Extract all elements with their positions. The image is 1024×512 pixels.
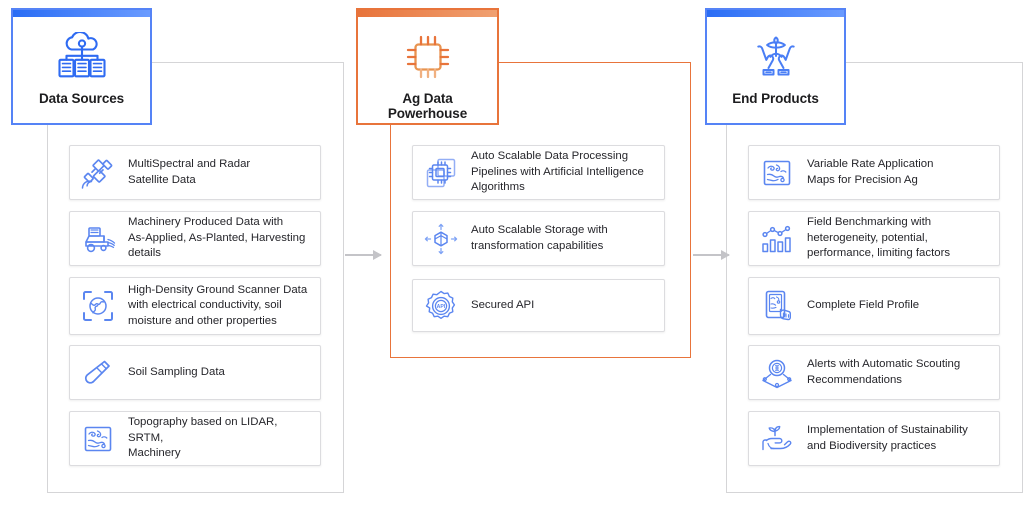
globe-scan-icon — [78, 286, 118, 326]
list-item-label: Machinery Produced Data with As-Applied,… — [128, 216, 306, 260]
topography-map-icon — [757, 153, 797, 193]
cloud-servers-icon — [53, 26, 111, 88]
list-item-topography-data[interactable]: Topography based on LIDAR, SRTM, Machine… — [69, 411, 321, 466]
processor-stack-icon — [421, 153, 461, 193]
field-profile-icon — [757, 286, 797, 326]
header-title: Data Sources — [38, 91, 125, 106]
topography-map-icon — [78, 419, 118, 459]
list-item-label: Auto Scalable Data Processing Pipelines … — [471, 150, 644, 194]
list-item-label: MultiSpectral and Radar Satellite Data — [128, 158, 251, 186]
hands-sprout-icon — [747, 26, 805, 88]
list-item-soil-sampling-data[interactable]: Soil Sampling Data — [69, 345, 321, 400]
list-item-machinery-data[interactable]: Machinery Produced Data with As-Applied,… — [69, 211, 321, 266]
list-item-alerts-scouting[interactable]: Alerts with Automatic Scouting Recommend… — [748, 345, 1000, 400]
list-item-sustainability-practices[interactable]: Implementation of Sustainability and Bio… — [748, 411, 1000, 466]
list-item-satellite-data[interactable]: MultiSpectral and Radar Satellite Data — [69, 145, 321, 200]
list-item-label: Implementation of Sustainability and Bio… — [807, 424, 968, 452]
header-card-ag-data-powerhouse[interactable]: Ag Data Powerhouse — [356, 8, 499, 125]
list-item-data-processing-pipelines[interactable]: Auto Scalable Data Processing Pipelines … — [412, 145, 665, 200]
list-item-label: Secured API — [471, 298, 535, 311]
list-item-variable-rate-maps[interactable]: Variable Rate Application Maps for Preci… — [748, 145, 1000, 200]
list-item-label: Complete Field Profile — [807, 299, 920, 312]
arrow-right-icon — [345, 250, 382, 260]
list-item-label: Topography based on LIDAR, SRTM, Machine… — [128, 416, 278, 460]
header-card-data-sources[interactable]: Data Sources — [11, 8, 152, 125]
header-accent-bar — [707, 10, 844, 17]
list-item-secured-api[interactable]: API Secured API — [412, 279, 665, 332]
cube-transform-icon — [421, 219, 461, 259]
list-item-field-benchmarking[interactable]: Field Benchmarking with heterogeneity, p… — [748, 211, 1000, 266]
test-tube-icon — [78, 353, 118, 393]
alert-scouting-icon — [757, 353, 797, 393]
list-item-ground-scanner-data[interactable]: High-Density Ground Scanner Data with el… — [69, 277, 321, 335]
list-item-label: Alerts with Automatic Scouting Recommend… — [807, 358, 961, 386]
header-accent-bar — [13, 10, 150, 17]
hand-sprout-icon — [757, 419, 797, 459]
chart-benchmark-icon — [757, 219, 797, 259]
list-item-label: High-Density Ground Scanner Data with el… — [128, 283, 308, 327]
list-item-label: Auto Scalable Storage with transformatio… — [471, 224, 608, 252]
cpu-chip-icon — [399, 26, 457, 88]
satellite-icon — [78, 153, 118, 193]
combine-harvester-icon — [78, 219, 118, 259]
list-item-scalable-storage[interactable]: Auto Scalable Storage with transformatio… — [412, 211, 665, 266]
arrow-right-icon — [693, 250, 730, 260]
svg-text:API: API — [437, 304, 446, 310]
api-gear-icon: API — [421, 286, 461, 326]
list-item-label: Field Benchmarking with heterogeneity, p… — [807, 216, 951, 260]
list-item-label: Soil Sampling Data — [128, 365, 225, 378]
header-title: End Products — [732, 91, 819, 106]
header-title: Ag Data Powerhouse — [387, 91, 468, 121]
header-accent-bar — [358, 10, 497, 17]
list-item-label: Variable Rate Application Maps for Preci… — [807, 158, 934, 186]
list-item-complete-field-profile[interactable]: Complete Field Profile — [748, 277, 1000, 335]
header-card-end-products[interactable]: End Products — [705, 8, 846, 125]
